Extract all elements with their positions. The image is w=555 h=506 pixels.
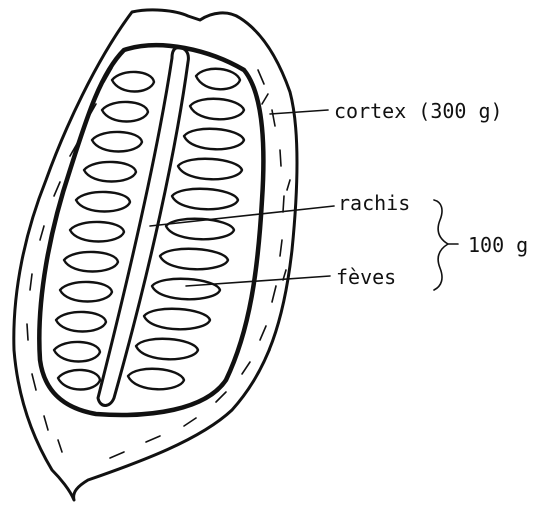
group-brace: [434, 200, 448, 290]
cortex-leader-line: [270, 110, 328, 114]
rachis-leader-line: [150, 206, 334, 226]
pod-cortex: [14, 10, 297, 500]
rachis-label: rachis: [338, 191, 410, 215]
beans-label: fèves: [336, 265, 396, 289]
beans-group: [54, 69, 244, 390]
rachis-axis: [98, 48, 188, 406]
cortex-label: cortex (300 g): [334, 99, 503, 123]
combined-weight-label: 100 g: [468, 233, 528, 257]
